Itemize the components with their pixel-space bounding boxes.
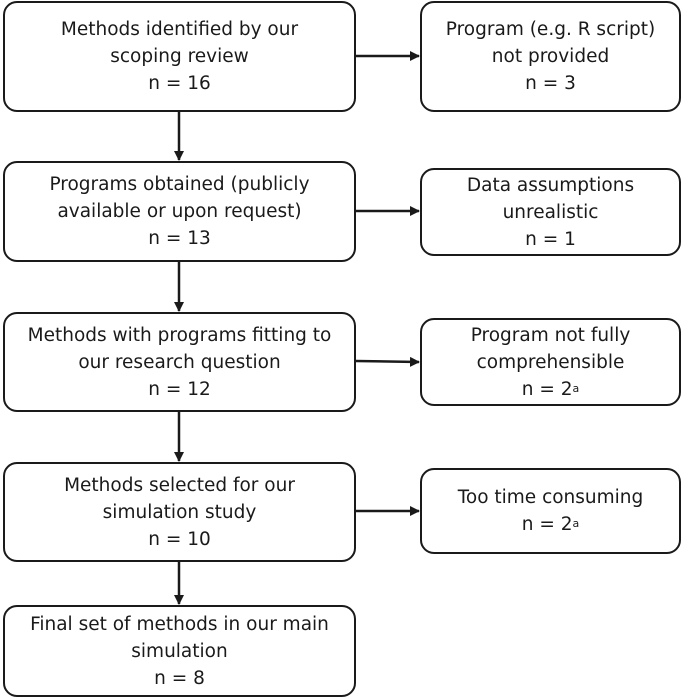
exclusion-box-not-provided: Program (e.g. R script) not provided n =…: [420, 1, 681, 112]
exclusion-label-line: Too time consuming: [457, 487, 644, 508]
exclusion-label-line: Data assumptions: [466, 174, 635, 196]
step-label-line: simulation study: [102, 501, 257, 523]
footnote-marker: a: [572, 517, 580, 530]
exclusion-label-line: comprehensible: [476, 351, 625, 373]
exclusion-label-line: Program (e.g. R script): [445, 19, 656, 40]
step-label-line: available or upon request): [57, 201, 302, 222]
step-box-fitting: Methods with programs fitting to our res…: [3, 312, 356, 412]
step-box-final: Final set of methods in our main simulat…: [3, 605, 356, 697]
footnote-marker: a: [572, 381, 580, 395]
step-label-line: simulation: [131, 640, 228, 662]
step-count: n = 12: [148, 378, 211, 400]
exclusion-label-line: unrealistic: [502, 201, 599, 223]
step-label-line: Methods selected for our: [64, 474, 295, 496]
exclusion-label-line: not provided: [491, 46, 610, 67]
exclusion-label-line: Program not fully: [470, 324, 631, 346]
step-box-identified: Methods identified by our scoping review…: [3, 1, 356, 112]
exclusion-box-time-consuming: Too time consuming n = 2a: [420, 468, 681, 554]
step-label-line: Final set of methods in our main: [30, 613, 329, 635]
step-label-line: our research question: [78, 351, 281, 373]
exclusion-count: n = 3: [525, 73, 576, 94]
step-label-line: scoping review: [110, 46, 249, 67]
exclusion-count: n = 2a: [521, 378, 580, 400]
exclusion-count: n = 1: [525, 228, 576, 250]
step-count: n = 10: [148, 528, 211, 550]
step-count: n = 8: [154, 667, 205, 689]
step-box-obtained: Programs obtained (publicly available or…: [3, 161, 356, 262]
step-count: n = 13: [148, 228, 211, 249]
step-box-selected: Methods selected for our simulation stud…: [3, 462, 356, 562]
step-label-line: Programs obtained (publicly: [49, 174, 310, 195]
exclusion-box-not-comprehensible: Program not fully comprehensible n = 2a: [420, 318, 681, 406]
exclusion-count: n = 2a: [521, 514, 580, 535]
arrow-step3-to-exclusion3: [355, 356, 420, 367]
step-label-line: Methods with programs fitting to: [27, 324, 332, 346]
step-count: n = 16: [148, 73, 211, 94]
step-label-line: Methods identified by our: [60, 19, 299, 40]
exclusion-box-unrealistic: Data assumptions unrealistic n = 1: [420, 168, 681, 256]
